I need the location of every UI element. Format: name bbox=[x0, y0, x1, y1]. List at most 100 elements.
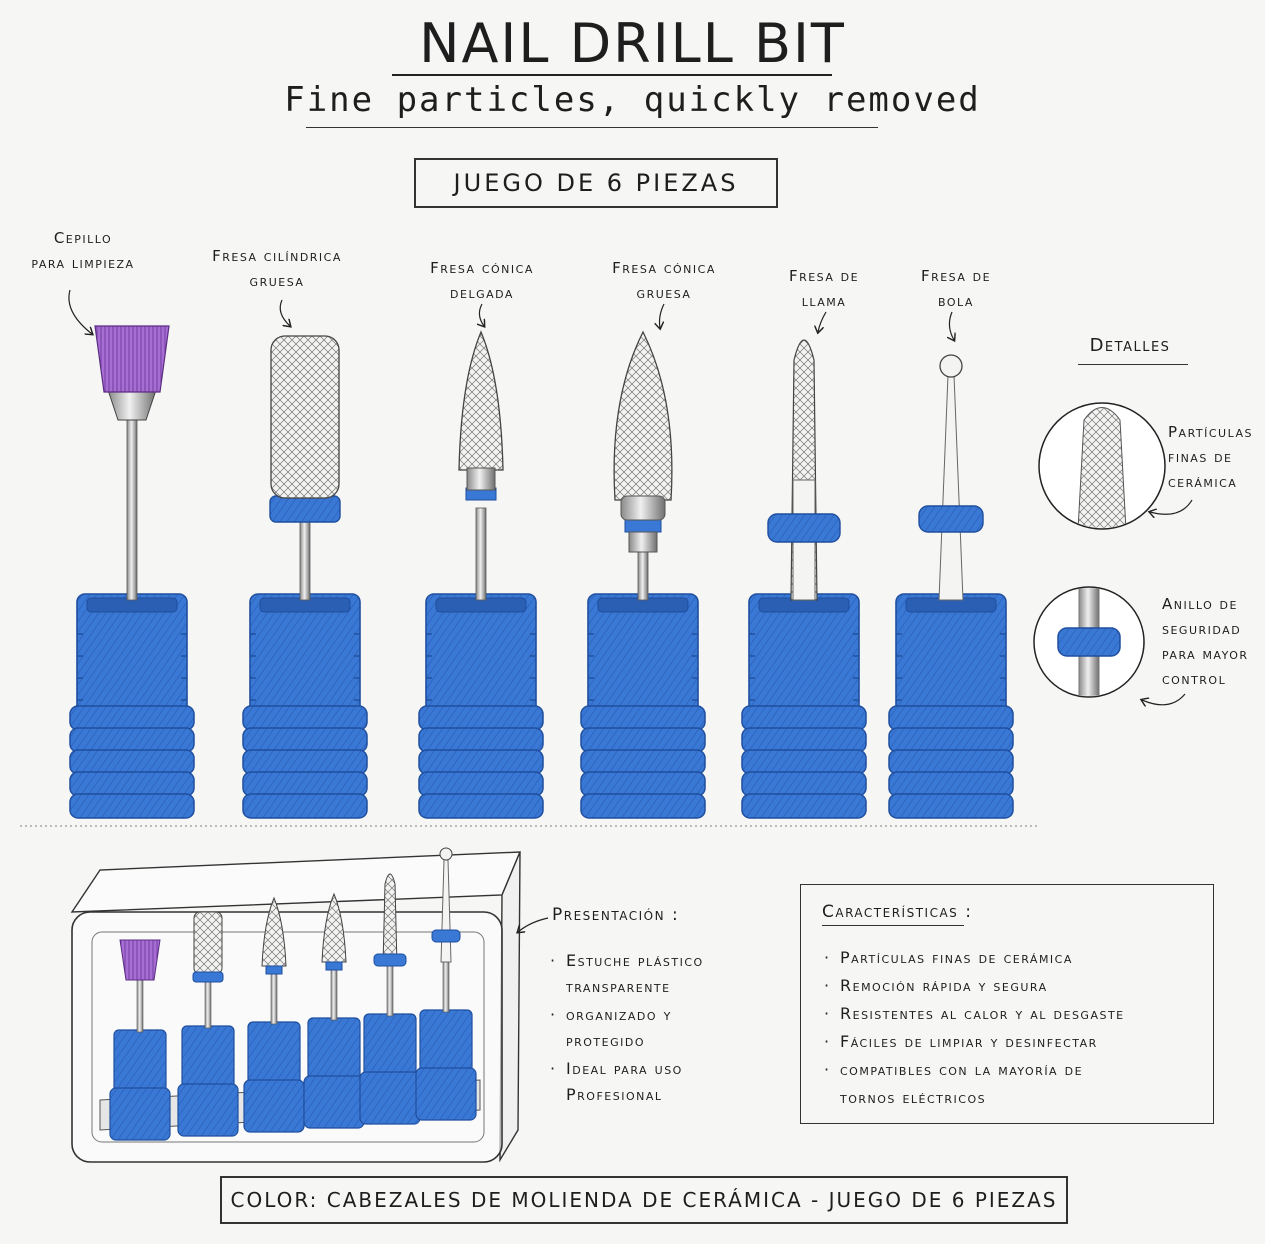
bit-label-flame: Fresa de llama bbox=[772, 264, 876, 314]
presentation-item: organizado y protegido bbox=[548, 1002, 768, 1054]
presentation-item-line: Profesional bbox=[566, 1085, 663, 1104]
detail-line: para mayor bbox=[1162, 645, 1249, 663]
features-underline bbox=[822, 925, 964, 926]
bit-label-thin-cone: Fresa cónica delgada bbox=[412, 256, 552, 306]
case-bit bbox=[303, 892, 365, 1129]
feature-line: tornos eléctricos bbox=[840, 1088, 987, 1107]
feature-line: Remoción rápida y segura bbox=[840, 976, 1048, 995]
bit-label-cylinder: Fresa cilíndrica gruesa bbox=[200, 244, 354, 294]
set-label-box: JUEGO DE 6 PIEZAS bbox=[414, 158, 778, 208]
feature-item: compatibles con la mayoría de tornos elé… bbox=[822, 1056, 1202, 1112]
bit-label-arrow bbox=[68, 289, 92, 334]
shank-cylinder bbox=[299, 519, 311, 601]
case-arrow bbox=[518, 917, 549, 932]
bit-label-line: bola bbox=[938, 292, 974, 310]
detail-line: seguridad bbox=[1162, 620, 1242, 638]
case-bit bbox=[243, 896, 305, 1133]
bit-label-line: llama bbox=[801, 292, 847, 310]
cylinder-ring bbox=[269, 495, 341, 523]
bit-label-line: para limpieza bbox=[31, 254, 135, 272]
presentation-item: Estuche plástico transparente bbox=[548, 948, 768, 1000]
detail-line: Partículas bbox=[1168, 423, 1253, 441]
bit-label-ball: Fresa de bola bbox=[906, 264, 1006, 314]
feature-item: Resistentes al calor y al desgaste bbox=[822, 1000, 1202, 1028]
holder-flame bbox=[741, 593, 867, 819]
bit-label-line: Fresa cónica bbox=[612, 259, 716, 277]
particles-arrow bbox=[1150, 499, 1193, 514]
bit-label-arrow bbox=[660, 303, 665, 328]
feature-item: Remoción rápida y segura bbox=[822, 972, 1202, 1000]
bit-label-arrow bbox=[279, 299, 290, 326]
feature-item: Partículas finas de cerámica bbox=[822, 944, 1202, 972]
detail-line: Anillo de bbox=[1162, 595, 1238, 613]
detail-particles-circle bbox=[1038, 402, 1166, 530]
bit-label-line: Fresa de bbox=[920, 267, 992, 285]
footer-color-banner: COLOR: CABEZALES DE MOLIENDA DE CERÁMICA… bbox=[220, 1176, 1068, 1224]
bit-label-line: delgada bbox=[450, 284, 514, 302]
feature-line: Resistentes al calor y al desgaste bbox=[840, 1004, 1125, 1023]
presentation-item-line: organizado y bbox=[566, 1005, 672, 1024]
ball-head bbox=[939, 354, 963, 378]
title-underline bbox=[392, 74, 832, 76]
feature-line: Partículas finas de cerámica bbox=[840, 948, 1073, 967]
details-underline bbox=[1078, 364, 1188, 365]
detail-ring-text: Anillo de seguridad para mayor control bbox=[1162, 592, 1249, 692]
presentation-item-line: Ideal para uso bbox=[566, 1059, 683, 1078]
bit-label-arrow bbox=[479, 303, 484, 326]
features-list: Partículas finas de cerámica Remoción rá… bbox=[822, 944, 1202, 1112]
bit-label-line: Fresa de bbox=[788, 267, 860, 285]
flame-ring bbox=[767, 513, 841, 543]
features-box bbox=[800, 884, 1214, 1124]
bit-label-line: Cepillo bbox=[53, 229, 113, 247]
bit-label-brush: Cepillo para limpieza bbox=[28, 226, 138, 276]
bit-label-line: Fresa cónica bbox=[430, 259, 534, 277]
feature-line: Fáciles de limpiar y desinfectar bbox=[840, 1032, 1098, 1051]
features-heading: Características : bbox=[822, 902, 973, 922]
presentation-item-line: Estuche plástico bbox=[566, 951, 704, 970]
presentation-item: Ideal para uso Profesional bbox=[548, 1056, 768, 1108]
shank-thin-cone bbox=[475, 507, 487, 601]
brush-collar bbox=[107, 389, 157, 421]
bit-label-line: Fresa cilíndrica bbox=[212, 247, 342, 265]
thick-cone-neck bbox=[620, 495, 666, 521]
thick-cone-collar bbox=[628, 531, 658, 553]
holder-ball bbox=[888, 593, 1014, 819]
shank-brush bbox=[126, 419, 138, 601]
brush-head bbox=[94, 325, 170, 393]
bit-label-line: gruesa bbox=[249, 272, 305, 290]
presentation-item-line: transparente bbox=[566, 977, 671, 996]
case-bit bbox=[359, 873, 421, 1125]
detail-particles-text: Partículas finas de cerámica bbox=[1168, 420, 1253, 495]
ball-neck bbox=[938, 374, 964, 601]
thin-cone-collar bbox=[466, 467, 496, 491]
detail-line: control bbox=[1162, 670, 1227, 688]
ring-arrow bbox=[1142, 693, 1186, 705]
presentation-list: Estuche plástico transparente organizado… bbox=[548, 948, 768, 1110]
shank-thick-cone bbox=[637, 549, 649, 601]
holder-thick-cone bbox=[580, 593, 706, 819]
holder-cylinder bbox=[242, 593, 368, 819]
feature-line: compatibles con la mayoría de bbox=[840, 1060, 1084, 1079]
bit-label-arrow bbox=[949, 311, 954, 340]
feature-item: Fáciles de limpiar y desinfectar bbox=[822, 1028, 1202, 1056]
detail-line: finas de bbox=[1168, 448, 1233, 466]
holder-brush bbox=[69, 593, 195, 819]
thick-cone-head bbox=[613, 330, 673, 501]
page-subtitle: Fine particles, quickly removed bbox=[284, 80, 981, 120]
ball-ring bbox=[918, 505, 984, 533]
thin-cone-head bbox=[458, 330, 504, 471]
bit-label-line: gruesa bbox=[636, 284, 692, 302]
bit-label-arrow bbox=[818, 311, 827, 332]
page-title: NAIL DRILL BIT bbox=[419, 12, 846, 75]
subtitle-underline bbox=[306, 127, 878, 128]
detail-line: cerámica bbox=[1168, 473, 1238, 491]
presentation-heading: Presentación : bbox=[552, 905, 680, 925]
presentation-item-line: protegido bbox=[566, 1031, 646, 1050]
case-bit bbox=[415, 847, 477, 1121]
case-bit bbox=[177, 911, 239, 1137]
detail-ring-circle bbox=[1033, 586, 1145, 698]
holder-thin-cone bbox=[418, 593, 544, 819]
cylinder-head bbox=[270, 335, 340, 499]
bit-label-thick-cone: Fresa cónica gruesa bbox=[594, 256, 734, 306]
